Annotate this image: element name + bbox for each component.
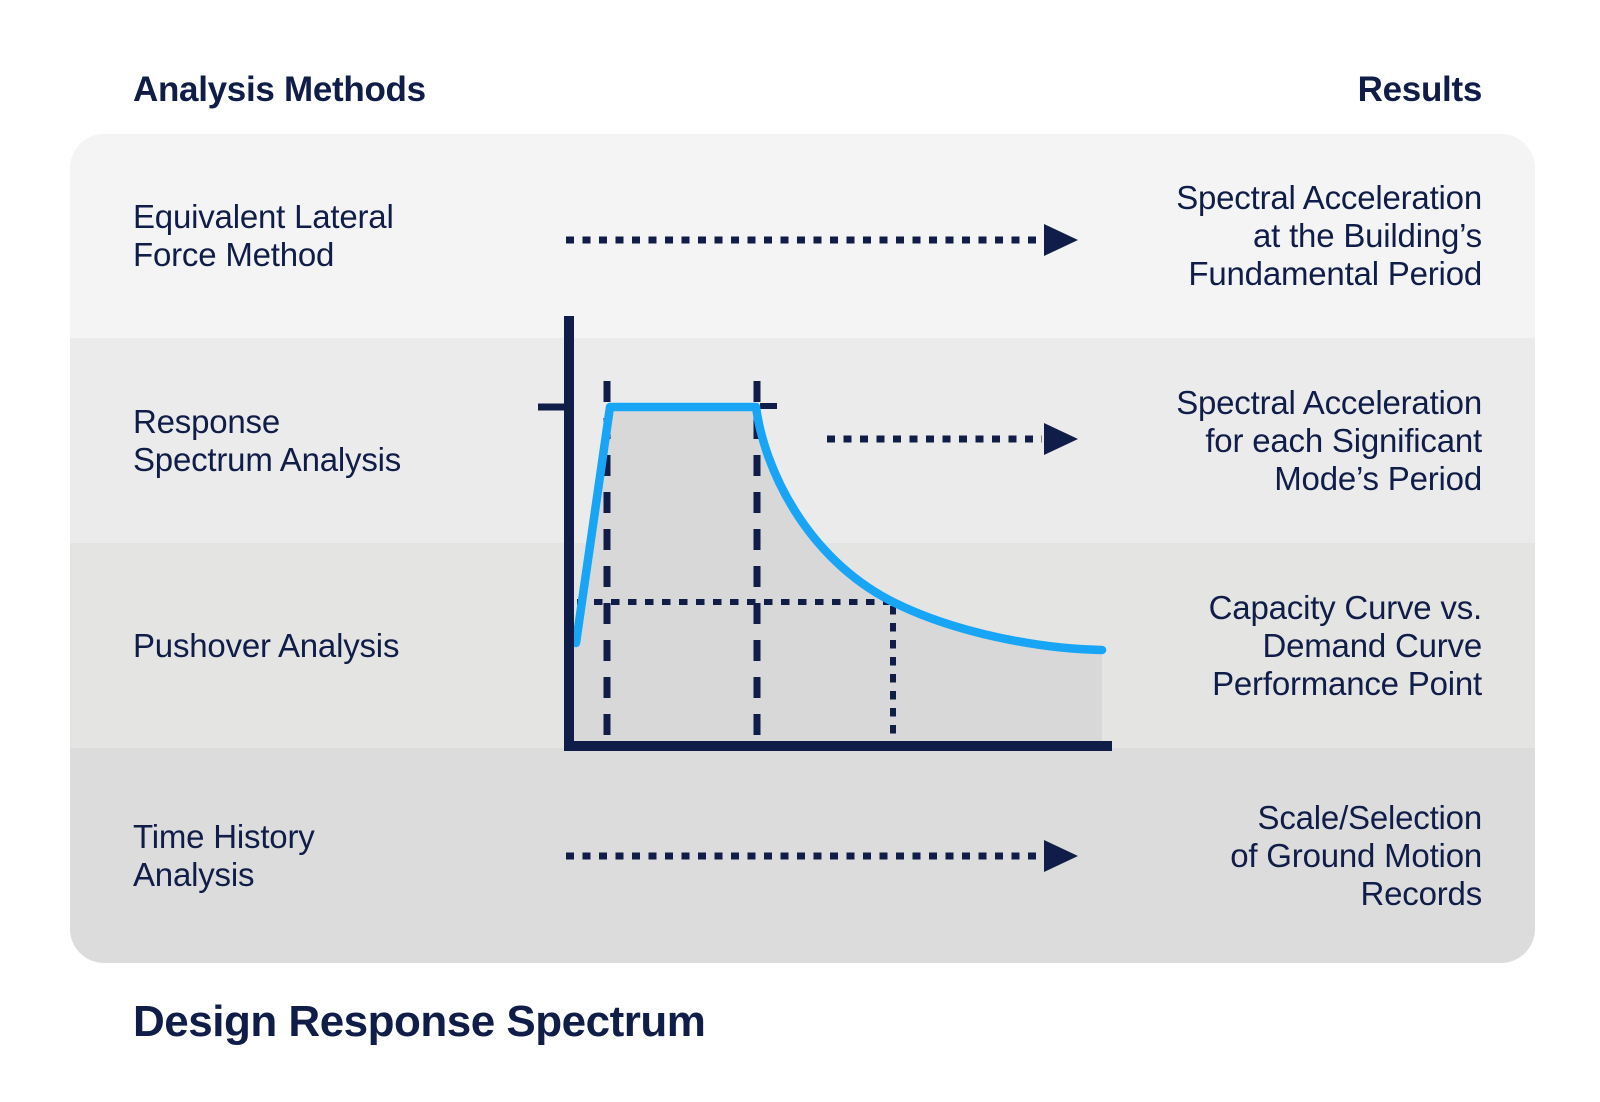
spectrum-area-fill	[574, 407, 1102, 747]
result-label: Capacity Curve vs. Demand Curve Performa…	[1208, 588, 1483, 702]
result-label: Spectral Acceleration for each Significa…	[1176, 383, 1482, 497]
method-label: Equivalent Lateral Force Method	[133, 198, 394, 273]
x-axis	[564, 741, 1112, 751]
results-header: Results	[1357, 70, 1483, 109]
result-label: Spectral Acceleration at the Building’s …	[1176, 179, 1482, 292]
method-label: Pushover Analysis	[133, 626, 400, 664]
chart-title: Design Response Spectrum	[133, 997, 706, 1046]
dashed-arrow-row1	[566, 224, 1078, 256]
dashed-arrow-row4	[566, 840, 1078, 872]
arrowhead-icon	[1044, 840, 1078, 872]
spectrum-curve	[571, 402, 1107, 655]
method-label: Time History Analysis	[133, 817, 315, 893]
row-equivalent-lateral-force: Equivalent Lateral Force Method Spectral…	[70, 134, 1535, 338]
method-label: Response Spectrum Analysis	[133, 402, 402, 478]
dashed-arrow-row2	[827, 423, 1078, 455]
analysis-methods-header: Analysis Methods	[133, 70, 426, 109]
y-axis	[564, 316, 574, 751]
row-response-spectrum: Response Spectrum Analysis Spectral Acce…	[70, 338, 1535, 543]
arrowhead-icon	[1044, 423, 1078, 455]
result-label: Scale/Selection of Ground Motion Records	[1230, 798, 1482, 912]
arrowhead-icon	[1044, 224, 1078, 256]
